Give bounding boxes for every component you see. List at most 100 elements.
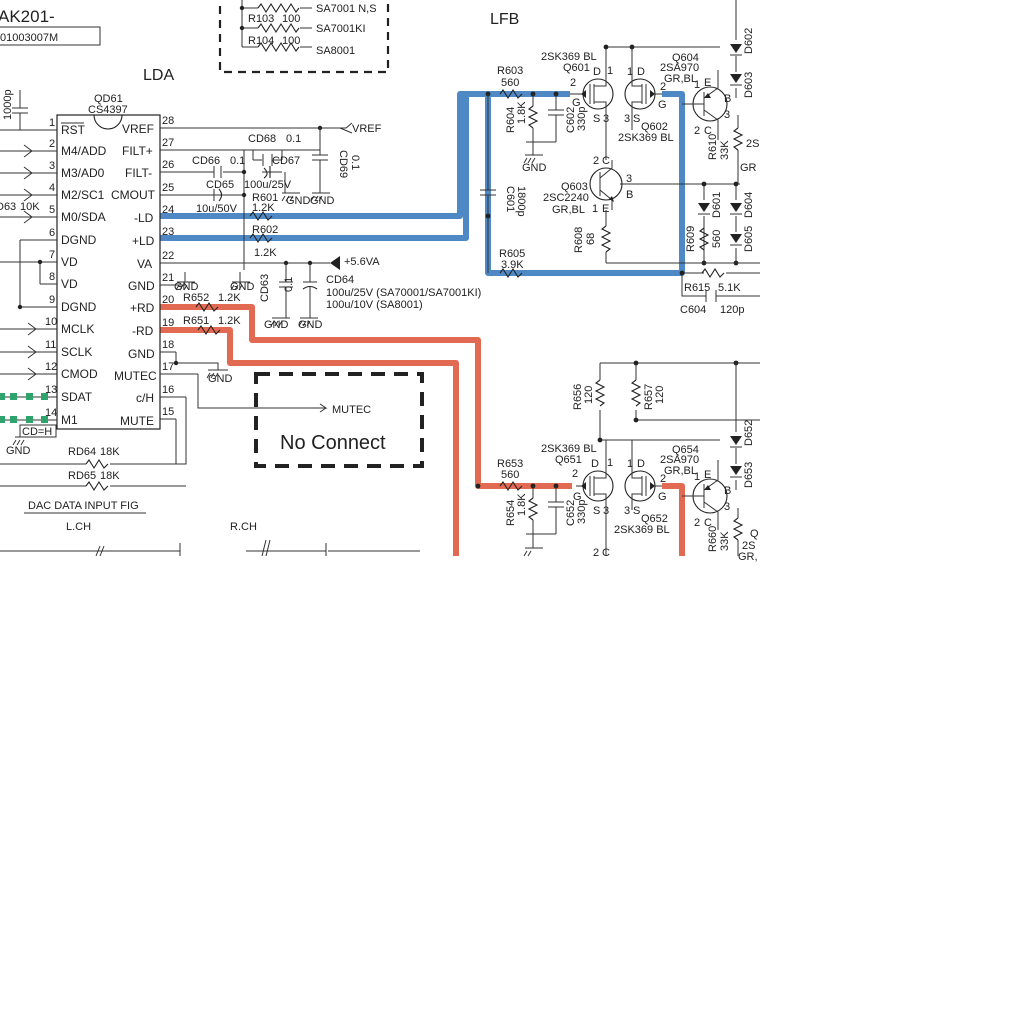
svg-text:S: S: [633, 505, 640, 517]
mutec-output: MUTEC: [197, 374, 371, 416]
part-number-box: [0, 26, 101, 46]
svg-text:E: E: [602, 203, 609, 215]
svg-text:DGND: DGND: [61, 300, 97, 314]
svg-text:E: E: [704, 469, 711, 481]
cap-cd66: CD66 0.1: [192, 150, 247, 270]
svg-text:R601: R601: [252, 192, 278, 204]
svg-text:MUTEC: MUTEC: [114, 369, 157, 383]
svg-text:1.2K: 1.2K: [218, 315, 241, 327]
no-connect-label: No Connect: [280, 432, 386, 454]
cap-cd69: CD69 0.1 GND: [310, 128, 361, 207]
gnd-label-cd: GND: [6, 445, 31, 457]
svg-text:R604: R604: [505, 107, 517, 133]
svg-text:2: 2: [49, 138, 55, 150]
ic-pin-mutec: 17 MUTEC: [114, 361, 198, 383]
svg-text:19: 19: [162, 317, 174, 329]
svg-text:2: 2: [572, 468, 578, 480]
svg-text:21: 21: [162, 272, 174, 284]
svg-text:DGND: DGND: [61, 233, 97, 247]
vref-terminal: VREF: [317, 122, 382, 135]
svg-text:27: 27: [162, 137, 174, 149]
svg-text:L.CH: L.CH: [66, 521, 91, 533]
cap-cd64: CD64 100u/25V (SA70001/SA7001KI) 100u/10…: [298, 263, 481, 331]
ic-body: [56, 114, 161, 430]
svg-text:GND: GND: [128, 279, 155, 293]
ic-pin-minus-ld: 24 -LD: [134, 204, 174, 225]
svg-text:3: 3: [49, 160, 55, 172]
svg-text:2: 2: [593, 547, 599, 559]
svg-text:22: 22: [162, 250, 174, 262]
section-lda-title: LDA: [143, 67, 174, 84]
svg-text:0.1: 0.1: [283, 277, 295, 292]
svg-text:100u/25V: 100u/25V: [244, 179, 292, 191]
svg-text:D: D: [593, 66, 601, 78]
svg-text:C: C: [602, 155, 610, 167]
svg-text:MCLK: MCLK: [61, 322, 94, 336]
svg-text:24: 24: [162, 204, 174, 216]
svg-text:9: 9: [49, 294, 55, 306]
lfb-left-stage: R603 560 R604 1.8K C602 330p GND C601 18…: [480, 0, 760, 316]
model-sa7001ns: SA7001 N,S: [316, 3, 377, 15]
svg-text:D603: D603: [743, 72, 755, 98]
svg-text:120: 120: [583, 386, 595, 404]
svg-text:D: D: [637, 66, 645, 78]
svg-text:120: 120: [654, 386, 666, 404]
svg-text:R602: R602: [252, 224, 278, 236]
r103-label: R103: [248, 13, 274, 25]
ic-pin-minus-rd: 19 -RD: [132, 317, 174, 338]
svg-text:R603: R603: [497, 65, 523, 77]
svg-text:G: G: [658, 99, 667, 111]
dac-data-fig: DAC DATA INPUT FIG L.CH R.CH: [0, 500, 420, 557]
svg-text:GND: GND: [286, 195, 311, 207]
svg-text:M4/ADD: M4/ADD: [61, 144, 107, 158]
va-supply: +5.6VA: [283, 256, 380, 270]
resistor-r652: R652 1.2K: [183, 292, 241, 313]
svg-text:3: 3: [724, 109, 730, 121]
svg-text:+LD: +LD: [132, 234, 155, 248]
ic-pin-sdat: 13 SDAT: [0, 384, 93, 404]
svg-text:1: 1: [694, 471, 700, 483]
svg-text:11: 11: [45, 339, 56, 351]
svg-text:6: 6: [49, 227, 55, 239]
svg-text:100u/10V (SA8001): 100u/10V (SA8001): [326, 299, 423, 311]
ic-pin-vd-8: 8 VD: [40, 271, 78, 291]
cap-cd63: CD63 0.1 GND: [259, 263, 295, 331]
ic-pin-va: 22 VA: [137, 250, 330, 271]
svg-text:VREF: VREF: [122, 122, 154, 136]
svg-text:R605: R605: [499, 248, 525, 260]
ic-qd61: QD61 CS4397: [56, 93, 161, 430]
svg-text:R609: R609: [685, 226, 697, 252]
rd63-label: D63: [0, 201, 16, 213]
svg-text:FILT-: FILT-: [125, 166, 152, 180]
svg-text:3: 3: [624, 113, 630, 125]
svg-text:2: 2: [694, 125, 700, 137]
ic-pin-plus-ld: 23 +LD: [132, 226, 174, 248]
cap-cd67: CD67 100u/25V GND: [244, 155, 311, 207]
svg-text:VD: VD: [61, 277, 78, 291]
svg-text:16: 16: [162, 384, 174, 396]
svg-text:G: G: [573, 491, 582, 503]
svg-text:C604: C604: [680, 304, 706, 316]
svg-text:2SK369 BL: 2SK369 BL: [614, 524, 670, 536]
svg-text:-LD: -LD: [134, 211, 154, 225]
svg-text:2: 2: [660, 81, 666, 93]
gnd-pin21: GND GND: [174, 272, 255, 293]
cap-1000p: 1000p: [2, 89, 28, 130]
svg-text:S: S: [593, 113, 600, 125]
q654-cut-text: Q: [750, 528, 759, 540]
svg-text:Q602: Q602: [641, 121, 668, 133]
svg-text:Q601: Q601: [563, 62, 590, 74]
svg-text:28: 28: [162, 115, 174, 127]
svg-text:D605: D605: [743, 226, 755, 252]
svg-text:R652: R652: [183, 292, 209, 304]
svg-text:3.9K: 3.9K: [501, 259, 524, 271]
svg-text:C601: C601: [504, 186, 516, 212]
svg-text:18K: 18K: [100, 446, 120, 458]
ic-pin-m3-ad0: 3 M3/AD0: [0, 160, 105, 180]
svg-text:C652: C652: [565, 500, 577, 526]
ic-pin-dgnd-9: 9 DGND: [20, 294, 97, 314]
svg-text:GND: GND: [522, 162, 547, 174]
svg-text:CD64: CD64: [326, 274, 354, 286]
svg-text:1000p: 1000p: [2, 89, 14, 120]
